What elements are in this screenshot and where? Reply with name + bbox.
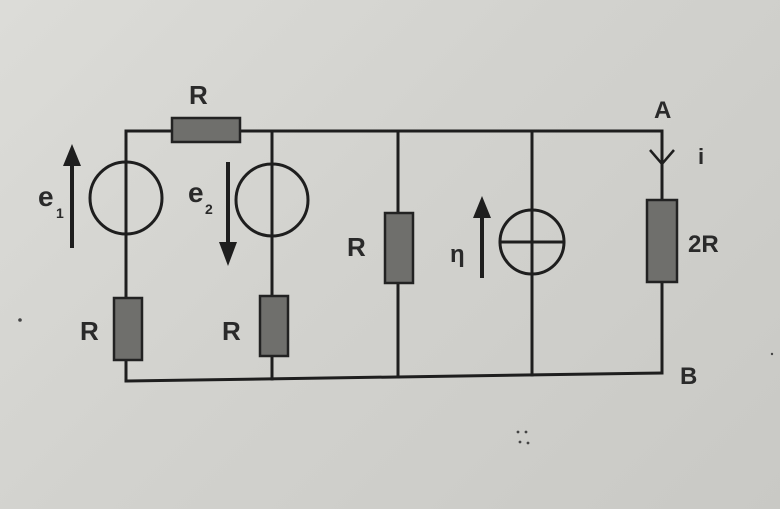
resistor-right	[645, 198, 679, 284]
arrow-e1-icon	[63, 144, 81, 248]
label-node-b: B	[680, 363, 697, 390]
resistor-mid-bottom	[258, 294, 290, 358]
label-r-left-bottom: R	[80, 316, 99, 346]
label-r-top: R	[189, 80, 208, 110]
label-e1-sub: 1	[56, 205, 64, 221]
resistor-top	[170, 116, 242, 144]
label-e2-sub: 2	[205, 201, 213, 217]
arrow-eta-icon	[473, 196, 491, 278]
paper-specks	[18, 318, 774, 445]
resistor-center	[383, 211, 415, 285]
resistor-left-bottom	[112, 296, 144, 362]
arrow-e2-icon	[219, 162, 237, 266]
label-node-a: A	[654, 97, 671, 124]
label-e1: e	[38, 181, 54, 212]
label-r-right: 2R	[688, 231, 719, 258]
label-e2: e	[188, 177, 204, 208]
label-r-center: R	[347, 232, 366, 262]
wire-bottom-main	[124, 371, 664, 383]
label-current-i: i	[698, 144, 704, 169]
label-eta: η	[450, 241, 465, 268]
arrow-current-i-icon	[649, 149, 675, 166]
label-r-mid-bottom: R	[222, 316, 241, 346]
